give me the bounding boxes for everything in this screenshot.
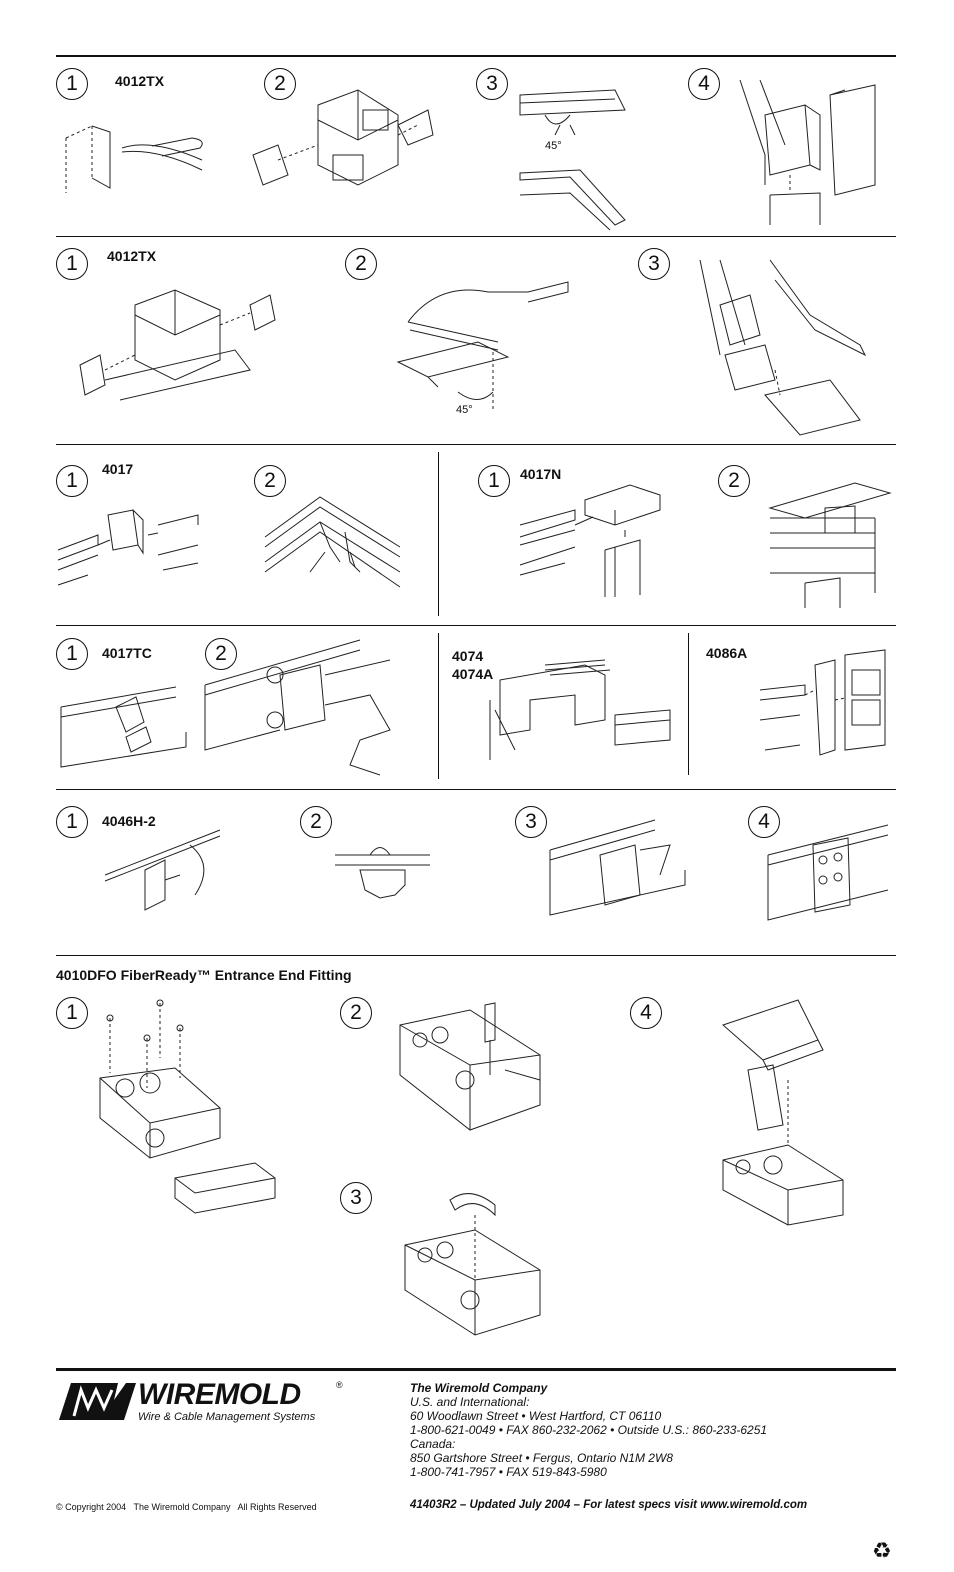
step-number: 4 xyxy=(630,997,662,1029)
address-line: U.S. and International: xyxy=(410,1395,530,1409)
registered-mark: ® xyxy=(336,1380,343,1390)
divider-row3 xyxy=(56,625,896,626)
fitting-exploded-illustration xyxy=(75,285,285,405)
section-title: 4010DFO FiberReady™ Entrance End Fitting xyxy=(56,967,352,983)
step-number: 3 xyxy=(476,68,508,100)
step-number: 1 xyxy=(56,68,88,100)
top-rule xyxy=(56,55,896,57)
divider-row2 xyxy=(56,444,896,445)
fiber-cover-illustration xyxy=(400,1190,545,1340)
tee-fitting-illustration xyxy=(58,505,208,600)
corner-assembly-illustration xyxy=(735,75,885,225)
box-connector-illustration xyxy=(760,650,890,760)
corner-assembly-illustration xyxy=(690,255,865,435)
brand-tagline: Wire & Cable Management Systems xyxy=(138,1411,316,1423)
step-number: 1 xyxy=(56,638,88,670)
recycle-icon: ♻ xyxy=(872,1538,892,1563)
hanger-side-view-illustration xyxy=(335,840,430,910)
step-number: 3 xyxy=(340,1182,372,1214)
divider-vertical-row4b xyxy=(688,633,689,775)
tee-fitting-illustration xyxy=(515,485,665,600)
copyright: © Copyright 2004 The Wiremold Company Al… xyxy=(56,1502,317,1512)
step-number: 4 xyxy=(748,806,780,838)
product-code: 4012TX xyxy=(107,248,157,264)
brand-name: WIREMOLD xyxy=(138,1378,301,1411)
product-code: 4017TC xyxy=(102,645,152,661)
address-line: Canada: xyxy=(410,1437,456,1451)
step-number: 2 xyxy=(345,248,377,280)
address-line: 1-800-621-0049 • FAX 860-232-2062 • Outs… xyxy=(410,1423,768,1437)
divider-row4 xyxy=(56,789,896,790)
footer-rule xyxy=(56,1368,896,1371)
product-code: 4074 xyxy=(452,648,484,664)
address-line: 60 Woodlawn Street • West Hartford, CT 0… xyxy=(410,1409,662,1423)
entrance-fitting-screws-illustration xyxy=(95,998,280,1218)
cover-assembly-illustration xyxy=(718,995,848,1220)
step-number: 2 xyxy=(264,68,296,100)
divider-vertical-row4a xyxy=(438,633,439,779)
transition-assembly-illustration xyxy=(200,635,395,775)
step-number: 2 xyxy=(718,465,750,497)
product-code: 4017N xyxy=(520,466,562,482)
hanger-clip-illustration xyxy=(105,825,225,915)
step-number: 1 xyxy=(56,806,88,838)
step-number: 2 xyxy=(205,638,237,670)
step-number: 1 xyxy=(56,465,88,497)
step-number: 2 xyxy=(300,806,332,838)
step-number: 4 xyxy=(688,68,720,100)
step-number: 2 xyxy=(340,997,372,1029)
angle-label: 45° xyxy=(456,404,473,416)
tee-assembly-illustration xyxy=(265,492,400,597)
wiremold-logo: WIREMOLD ® Wire & Cable Management Syste… xyxy=(56,1378,356,1428)
entrance-fitting-illustration xyxy=(485,650,675,760)
hacksaw-illustration xyxy=(398,262,573,417)
step-number: 3 xyxy=(638,248,670,280)
address-line: 1-800-741-7957 • FAX 519-843-5980 xyxy=(410,1465,607,1479)
pliers-illustration xyxy=(62,118,212,198)
product-code: 4012TX xyxy=(115,73,165,89)
divider-row1 xyxy=(56,236,896,237)
step-number: 2 xyxy=(254,465,286,497)
transition-fitting-illustration xyxy=(56,682,196,772)
coupling-illustration xyxy=(545,815,695,915)
step-number: 3 xyxy=(515,806,547,838)
step-number: 1 xyxy=(56,248,88,280)
tee-assembly-illustration xyxy=(765,478,890,608)
step-number: 1 xyxy=(478,465,510,497)
product-code: 4017 xyxy=(102,461,134,477)
angle-label: 45° xyxy=(545,140,562,152)
divider-vertical-row3 xyxy=(438,452,439,616)
address-line: 850 Gartshore Street • Fergus, Ontario N… xyxy=(410,1451,673,1465)
cut-channel-illustration xyxy=(515,85,635,235)
document-number: 41403R2 – Updated July 2004 – For latest… xyxy=(410,1499,808,1511)
fitting-exploded-illustration xyxy=(248,85,438,215)
product-code: 4074A xyxy=(452,666,494,682)
company-address: The Wiremold Company U.S. and Internatio… xyxy=(410,1381,767,1479)
product-code: 4086A xyxy=(706,645,748,661)
divider-row5 xyxy=(56,955,896,956)
screwdriver-illustration xyxy=(395,995,545,1135)
coupling-installed-illustration xyxy=(768,820,890,920)
product-code: 4046H-2 xyxy=(102,813,156,829)
step-number: 1 xyxy=(56,997,88,1029)
company-name: The Wiremold Company xyxy=(410,1381,548,1395)
